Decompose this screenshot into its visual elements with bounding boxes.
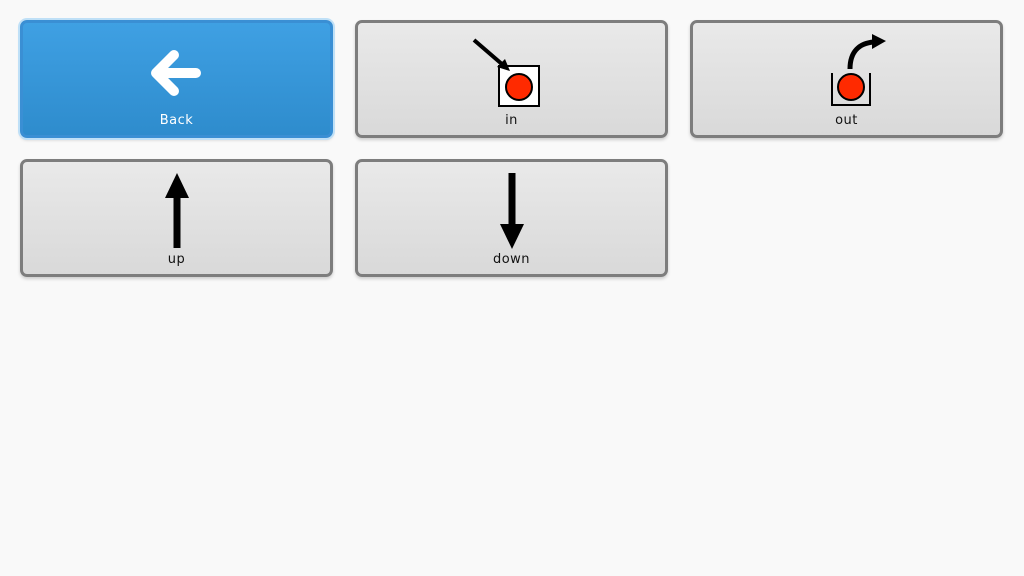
- arrow-out-of-box-icon: [804, 33, 890, 113]
- down-button-label: down: [492, 252, 531, 267]
- arrow-into-box-icon: [469, 33, 555, 113]
- back-button[interactable]: Back: [20, 20, 333, 138]
- down-button[interactable]: down: [355, 159, 668, 277]
- up-button[interactable]: up: [20, 159, 333, 277]
- up-button-label: up: [167, 252, 186, 267]
- arrow-down-icon: [469, 172, 555, 252]
- arrow-up-icon: [134, 172, 220, 252]
- back-button-label: Back: [159, 113, 194, 128]
- in-button[interactable]: in: [355, 20, 668, 138]
- in-button-label: in: [505, 113, 518, 128]
- out-button-label: out: [835, 113, 858, 128]
- out-button[interactable]: out: [690, 20, 1003, 138]
- button-grid: Back in out: [20, 20, 1004, 277]
- arrow-left-icon: [134, 33, 220, 113]
